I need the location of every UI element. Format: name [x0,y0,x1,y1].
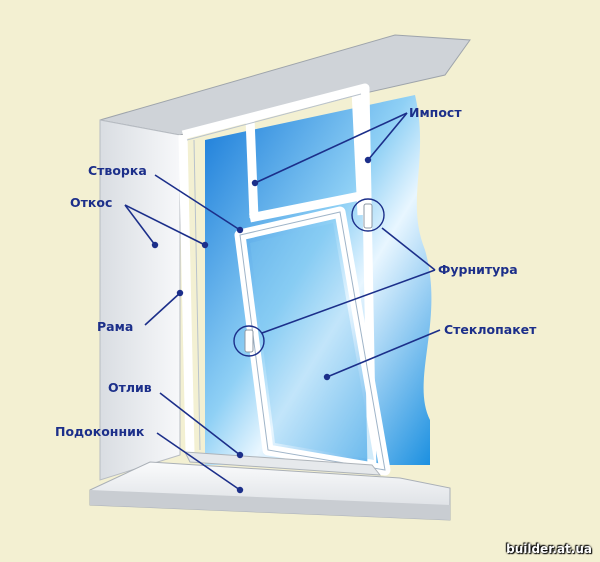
window-frame-edge [186,93,362,451]
label-podokonnik: Подоконник [55,424,145,439]
label-stvorka: Створка [88,163,147,178]
window-sill-front [90,490,450,520]
leader-dots [151,156,372,494]
leader-lines [124,112,441,491]
sash-edge [239,211,386,471]
furnitura-circle-top [351,198,385,232]
handle-side [244,329,254,353]
label-furnitura: Фурнитура [438,262,518,277]
label-impost: Импост [409,105,462,120]
drip-cap [184,451,382,476]
label-otliv: Отлив [108,380,152,395]
furnitura-circle-side [233,325,265,357]
watermark: builder.at.ua [506,542,592,556]
wall-slope [99,119,181,481]
sash-inner-glass [250,223,374,460]
window-frame [178,83,377,471]
handle-top [363,203,373,229]
label-steklopaket: Стеклопакет [444,322,537,337]
label-rama: Рама [97,319,133,334]
label-otkos: Откос [70,195,112,210]
